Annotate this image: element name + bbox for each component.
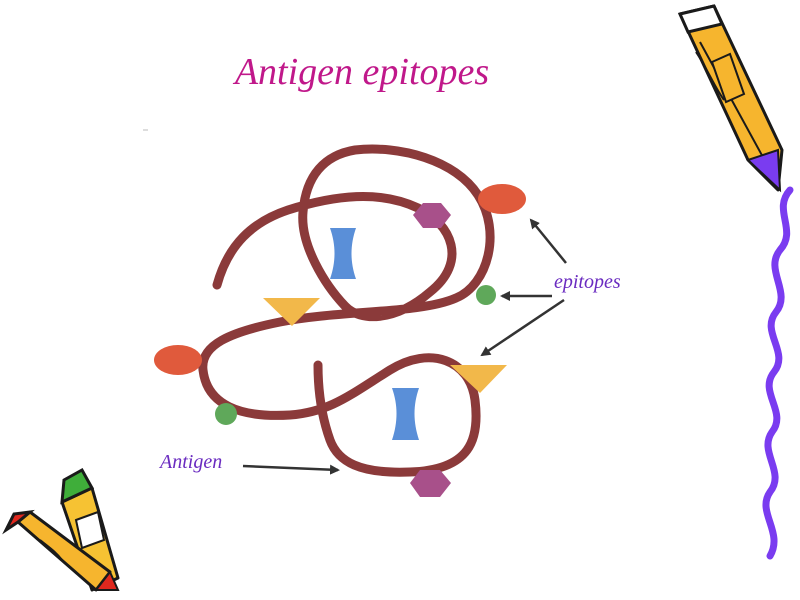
antigen-label: Antigen <box>158 451 222 473</box>
squiggle-border <box>762 186 794 560</box>
green-circle-epitope <box>476 285 496 305</box>
orange-triangle-epitope <box>450 365 507 393</box>
slide-title: Antigen epitopes <box>234 51 490 93</box>
antigen-strand <box>198 144 495 477</box>
arrow-to-orange-triangle <box>480 298 565 357</box>
purple-hexagon-epitope <box>413 203 451 228</box>
epitopes-label: epitopes <box>554 271 621 293</box>
purple-hexagon-epitope <box>410 470 451 497</box>
arrow-to-red-ellipse <box>529 218 567 264</box>
pencil-icon <box>677 4 784 193</box>
crayons-icon <box>2 467 120 592</box>
blue-bowtie-epitope <box>330 228 356 279</box>
epitope-arrows <box>242 218 567 475</box>
red-ellipse-epitope <box>478 184 526 214</box>
orange-triangle-epitope <box>263 298 320 326</box>
arrow-to-antigen <box>242 464 340 475</box>
red-ellipse-epitope <box>154 345 202 375</box>
blue-bowtie-epitope <box>392 388 419 440</box>
green-circle-epitope <box>215 403 237 425</box>
